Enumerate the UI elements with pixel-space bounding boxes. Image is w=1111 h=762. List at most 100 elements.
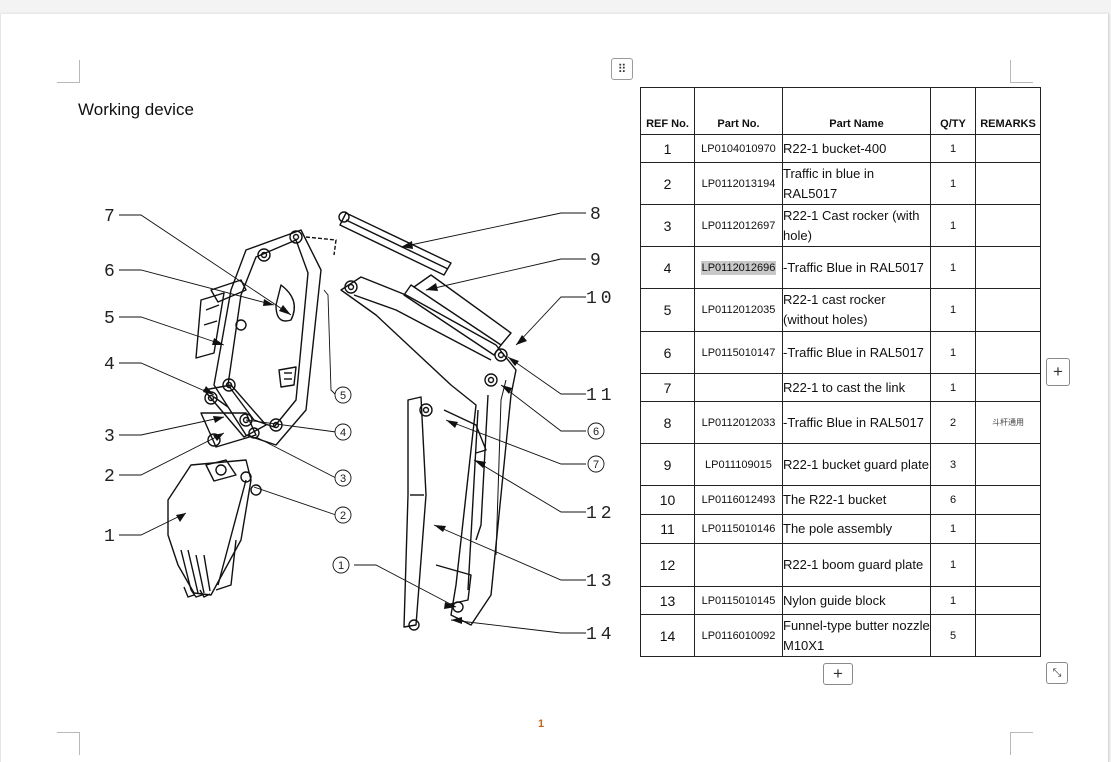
cell-remarks[interactable] — [975, 373, 1041, 402]
cell-qty[interactable]: 1 — [930, 204, 976, 247]
callout-right-13: 13 — [586, 572, 616, 592]
cell-part-name[interactable]: The pole assembly — [782, 514, 931, 544]
cell-qty[interactable]: 1 — [930, 373, 976, 402]
cell-remarks[interactable] — [975, 586, 1041, 615]
callout-left-2: 2 — [104, 467, 115, 487]
callout-right-12: 12 — [586, 504, 616, 524]
cell-ref[interactable]: 8 — [640, 401, 695, 444]
cell-part-name[interactable]: -Traffic Blue in RAL5017 — [782, 401, 931, 444]
cell-remarks[interactable]: 斗杆通用 — [975, 401, 1041, 444]
cell-ref[interactable]: 7 — [640, 373, 695, 402]
cell-part-no[interactable]: LP0112012696 — [694, 246, 783, 289]
cell-qty[interactable]: 1 — [930, 543, 976, 587]
cell-ref[interactable]: 2 — [640, 162, 695, 205]
cell-part-no[interactable] — [694, 543, 783, 587]
cell-ref[interactable]: 3 — [640, 204, 695, 247]
cell-part-name[interactable]: R22-1 bucket-400 — [782, 134, 931, 163]
cell-ref[interactable]: 5 — [640, 288, 695, 332]
cell-remarks[interactable] — [975, 543, 1041, 587]
cell-ref[interactable]: 14 — [640, 614, 695, 657]
table-row: 3 LP0112012697 R22-1 Cast rocker (with h… — [640, 204, 1041, 247]
cell-part-name[interactable]: -Traffic Blue in RAL5017 — [782, 331, 931, 374]
cell-remarks[interactable] — [975, 162, 1041, 205]
cell-part-name[interactable]: Traffic in blue in RAL5017 — [782, 162, 931, 205]
table-row: 11 LP0115010146 The pole assembly 1 — [640, 514, 1041, 544]
cell-part-no[interactable]: LP0115010146 — [694, 514, 783, 544]
table-row: 8 LP0112012033 -Traffic Blue in RAL5017 … — [640, 401, 1041, 444]
cell-part-name[interactable]: R22-1 cast rocker (without holes) — [782, 288, 931, 332]
cell-remarks[interactable] — [975, 246, 1041, 289]
add-row-button[interactable]: + — [823, 663, 853, 685]
table-row: 14 LP0116010092 Funnel-type butter nozzl… — [640, 614, 1041, 657]
cell-part-no[interactable]: LP0112012033 — [694, 401, 783, 444]
cell-remarks[interactable] — [975, 134, 1041, 163]
callout-left-1: 1 — [104, 527, 115, 547]
cell-qty[interactable]: 1 — [930, 288, 976, 332]
table-move-handle[interactable]: ⠿ — [611, 58, 633, 80]
header-remarks: REMARKS — [975, 87, 1041, 135]
cell-remarks[interactable] — [975, 514, 1041, 544]
callout-circled-6: 6 — [593, 426, 599, 438]
cell-remarks[interactable] — [975, 204, 1041, 247]
parts-table: REF No. Part No. Part Name Q/TY REMARKS … — [640, 87, 1041, 657]
cell-qty[interactable]: 1 — [930, 246, 976, 289]
table-row: 13 LP0115010145 Nylon guide block 1 — [640, 586, 1041, 615]
cell-ref[interactable]: 4 — [640, 246, 695, 289]
cell-part-name[interactable]: The R22-1 bucket — [782, 485, 931, 515]
cell-ref[interactable]: 11 — [640, 514, 695, 544]
cell-ref[interactable]: 1 — [640, 134, 695, 163]
cell-qty[interactable]: 1 — [930, 514, 976, 544]
cell-qty[interactable]: 2 — [930, 401, 976, 444]
cell-part-name[interactable]: R22-1 bucket guard plate — [782, 443, 931, 486]
callout-circled-2: 2 — [340, 510, 346, 522]
cell-part-no[interactable]: LP011109015 — [694, 443, 783, 486]
cell-part-no[interactable]: LP0115010147 — [694, 331, 783, 374]
selected-text-highlight[interactable]: LP0112012696 — [700, 260, 777, 275]
cell-qty[interactable]: 1 — [930, 331, 976, 374]
cell-part-no[interactable] — [694, 373, 783, 402]
cell-remarks[interactable] — [975, 331, 1041, 374]
header-part-name: Part Name — [782, 87, 931, 135]
cell-qty[interactable]: 5 — [930, 614, 976, 657]
cell-part-name[interactable]: Funnel-type butter nozzle M10X1 — [782, 614, 931, 657]
cell-qty[interactable]: 6 — [930, 485, 976, 515]
cell-remarks[interactable] — [975, 288, 1041, 332]
margin-mark-top-left — [57, 60, 80, 83]
callout-circled-1: 1 — [338, 560, 344, 572]
document-heading: Working device — [78, 100, 194, 119]
cell-ref[interactable]: 9 — [640, 443, 695, 486]
table-row: 9 LP011109015 R22-1 bucket guard plate 3 — [640, 443, 1041, 486]
page-number: 1 — [538, 718, 545, 730]
cell-qty[interactable]: 1 — [930, 134, 976, 163]
cell-qty[interactable]: 1 — [930, 586, 976, 615]
cell-part-name[interactable]: R22-1 to cast the link — [782, 373, 931, 402]
cell-part-no[interactable]: LP0116012493 — [694, 485, 783, 515]
cell-remarks[interactable] — [975, 485, 1041, 515]
cell-ref[interactable]: 6 — [640, 331, 695, 374]
cell-remarks[interactable] — [975, 614, 1041, 657]
cell-part-no[interactable]: LP0112013194 — [694, 162, 783, 205]
cell-ref[interactable]: 12 — [640, 543, 695, 587]
callout-left-4: 4 — [104, 355, 115, 375]
cell-part-no[interactable]: LP0112012035 — [694, 288, 783, 332]
cell-qty[interactable]: 3 — [930, 443, 976, 486]
cell-part-name[interactable]: R22-1 Cast rocker (with hole) — [782, 204, 931, 247]
cell-part-no[interactable]: LP0104010970 — [694, 134, 783, 163]
exploded-parts-diagram: 7 6 5 4 3 2 1 8 9 10 11 12 13 14 5 4 3 2… — [104, 205, 616, 645]
cell-qty[interactable]: 1 — [930, 162, 976, 205]
cell-part-no[interactable]: LP0116010092 — [694, 614, 783, 657]
table-resize-handle[interactable]: ⤡ — [1046, 662, 1068, 684]
cell-part-no[interactable]: LP0115010145 — [694, 586, 783, 615]
cell-part-no[interactable]: LP0112012697 — [694, 204, 783, 247]
cell-part-name[interactable]: R22-1 boom guard plate — [782, 543, 931, 587]
callout-left-6: 6 — [104, 262, 115, 282]
header-qty: Q/TY — [930, 87, 976, 135]
cell-ref[interactable]: 10 — [640, 485, 695, 515]
callout-right-9: 9 — [590, 251, 601, 271]
add-column-button[interactable]: + — [1046, 358, 1070, 386]
cell-remarks[interactable] — [975, 443, 1041, 486]
cell-part-name[interactable]: -Traffic Blue in RAL5017 — [782, 246, 931, 289]
cell-ref[interactable]: 13 — [640, 586, 695, 615]
cell-part-name[interactable]: Nylon guide block — [782, 586, 931, 615]
callout-right-8: 8 — [590, 205, 601, 225]
